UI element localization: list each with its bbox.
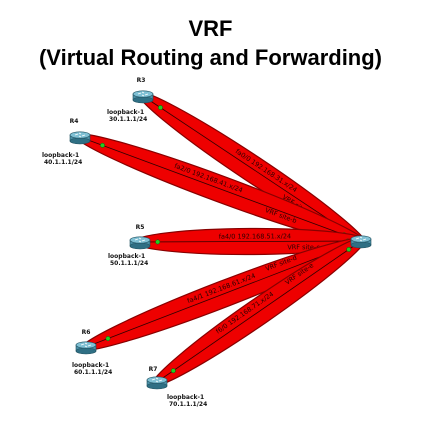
router-name: R5 xyxy=(136,224,145,231)
loopback-label: loopback-1 xyxy=(72,362,109,369)
link-status-dot xyxy=(155,239,161,245)
diagram-title: VRF xyxy=(188,16,233,41)
router-r7[interactable]: R7 loopback-170.1.1.1/24 xyxy=(146,366,207,408)
hub-router[interactable] xyxy=(350,235,372,249)
link-status-dot xyxy=(100,142,105,148)
link-status-dot xyxy=(157,105,163,111)
router-name: R3 xyxy=(137,77,146,84)
router-icon[interactable] xyxy=(146,376,168,390)
loopback-ip: 30.1.1.1/24 xyxy=(109,116,147,123)
routers-layer: R3loopback-130.1.1.1/24R4loopback-140.1.… xyxy=(42,77,372,408)
loopback-ip: 70.1.1.1/24 xyxy=(169,401,207,408)
link-status-dot xyxy=(105,336,111,341)
router-r3[interactable]: R3 loopback-130.1.1.1/24 xyxy=(107,77,154,123)
router-r5[interactable]: R5 loopback-150.1.1.1/24 xyxy=(108,224,151,267)
loopback-label: loopback-1 xyxy=(107,109,144,116)
router-name: R6 xyxy=(82,329,91,336)
router-r4[interactable]: R4 loopback-140.1.1.1/24 xyxy=(42,118,91,166)
router-icon[interactable] xyxy=(132,90,154,104)
link-line xyxy=(79,136,362,242)
router-icon[interactable] xyxy=(75,341,97,355)
router-icon[interactable] xyxy=(350,235,372,249)
router-icon[interactable] xyxy=(129,236,151,250)
diagram-subtitle: (Virtual Routing and Forwarding) xyxy=(38,45,383,70)
link-line xyxy=(139,240,362,243)
link-line xyxy=(142,95,362,242)
loopback-label: loopback-1 xyxy=(167,394,204,401)
loopback-label: loopback-1 xyxy=(42,152,79,159)
link-interface-label: fa4/0 192.168.51.x/24 xyxy=(219,232,291,240)
link-line xyxy=(85,240,362,348)
loopback-ip: 60.1.1.1/24 xyxy=(74,369,112,376)
router-name: R7 xyxy=(149,366,158,373)
loopback-label: loopback-1 xyxy=(108,253,145,260)
link-status-dot xyxy=(170,368,176,374)
loopback-ip: 50.1.1.1/24 xyxy=(110,260,148,267)
loopback-ip: 40.1.1.1/24 xyxy=(44,159,82,166)
router-name: R4 xyxy=(70,118,79,125)
link-status-dot xyxy=(346,247,352,252)
vrf-site-label: VRF site-c xyxy=(287,243,320,251)
link-line xyxy=(156,240,362,383)
router-r6[interactable]: R6 loopback-160.1.1.1/24 xyxy=(72,329,112,376)
router-icon[interactable] xyxy=(69,131,91,145)
